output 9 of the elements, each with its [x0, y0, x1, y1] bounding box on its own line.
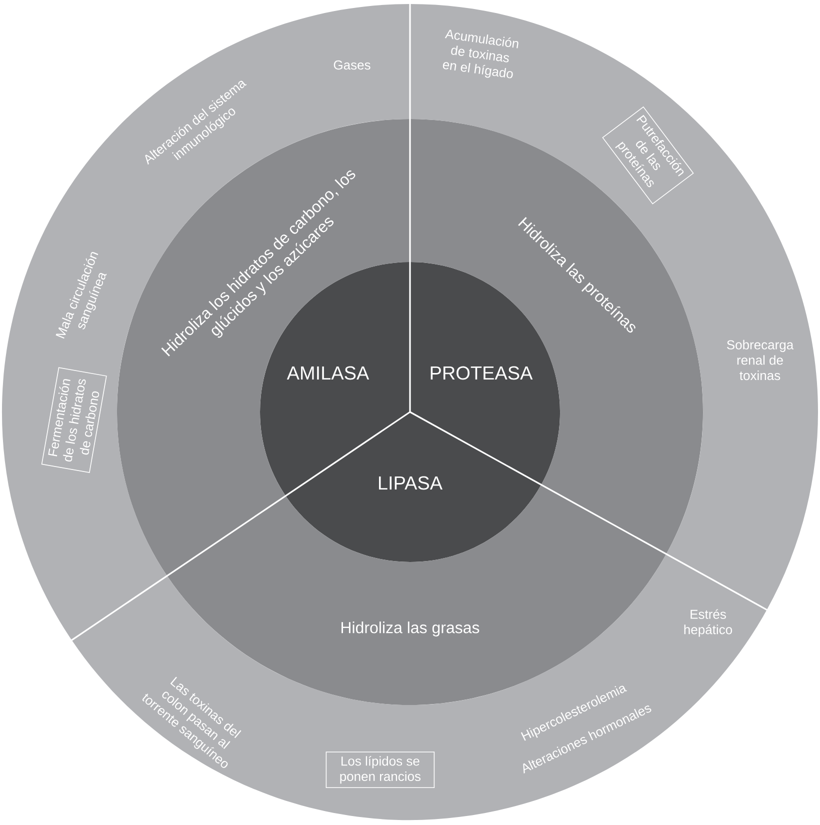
sector-label: Hidroliza las grasas: [342, 622, 480, 636]
sector-label: AMILASA: [286, 366, 370, 380]
sector-label: PROTEASA: [430, 366, 533, 380]
sector-label: LIPASA: [379, 476, 443, 490]
sector-label: Acumulación de toxinas en el hígado: [442, 30, 518, 78]
sector-label: Estrés hepático: [684, 609, 732, 637]
sector-label: Gases: [334, 60, 370, 70]
sector-label: Sobrecarga renal de toxinas: [727, 340, 794, 380]
text-box: Los lípidos se ponen rancios: [326, 752, 435, 788]
